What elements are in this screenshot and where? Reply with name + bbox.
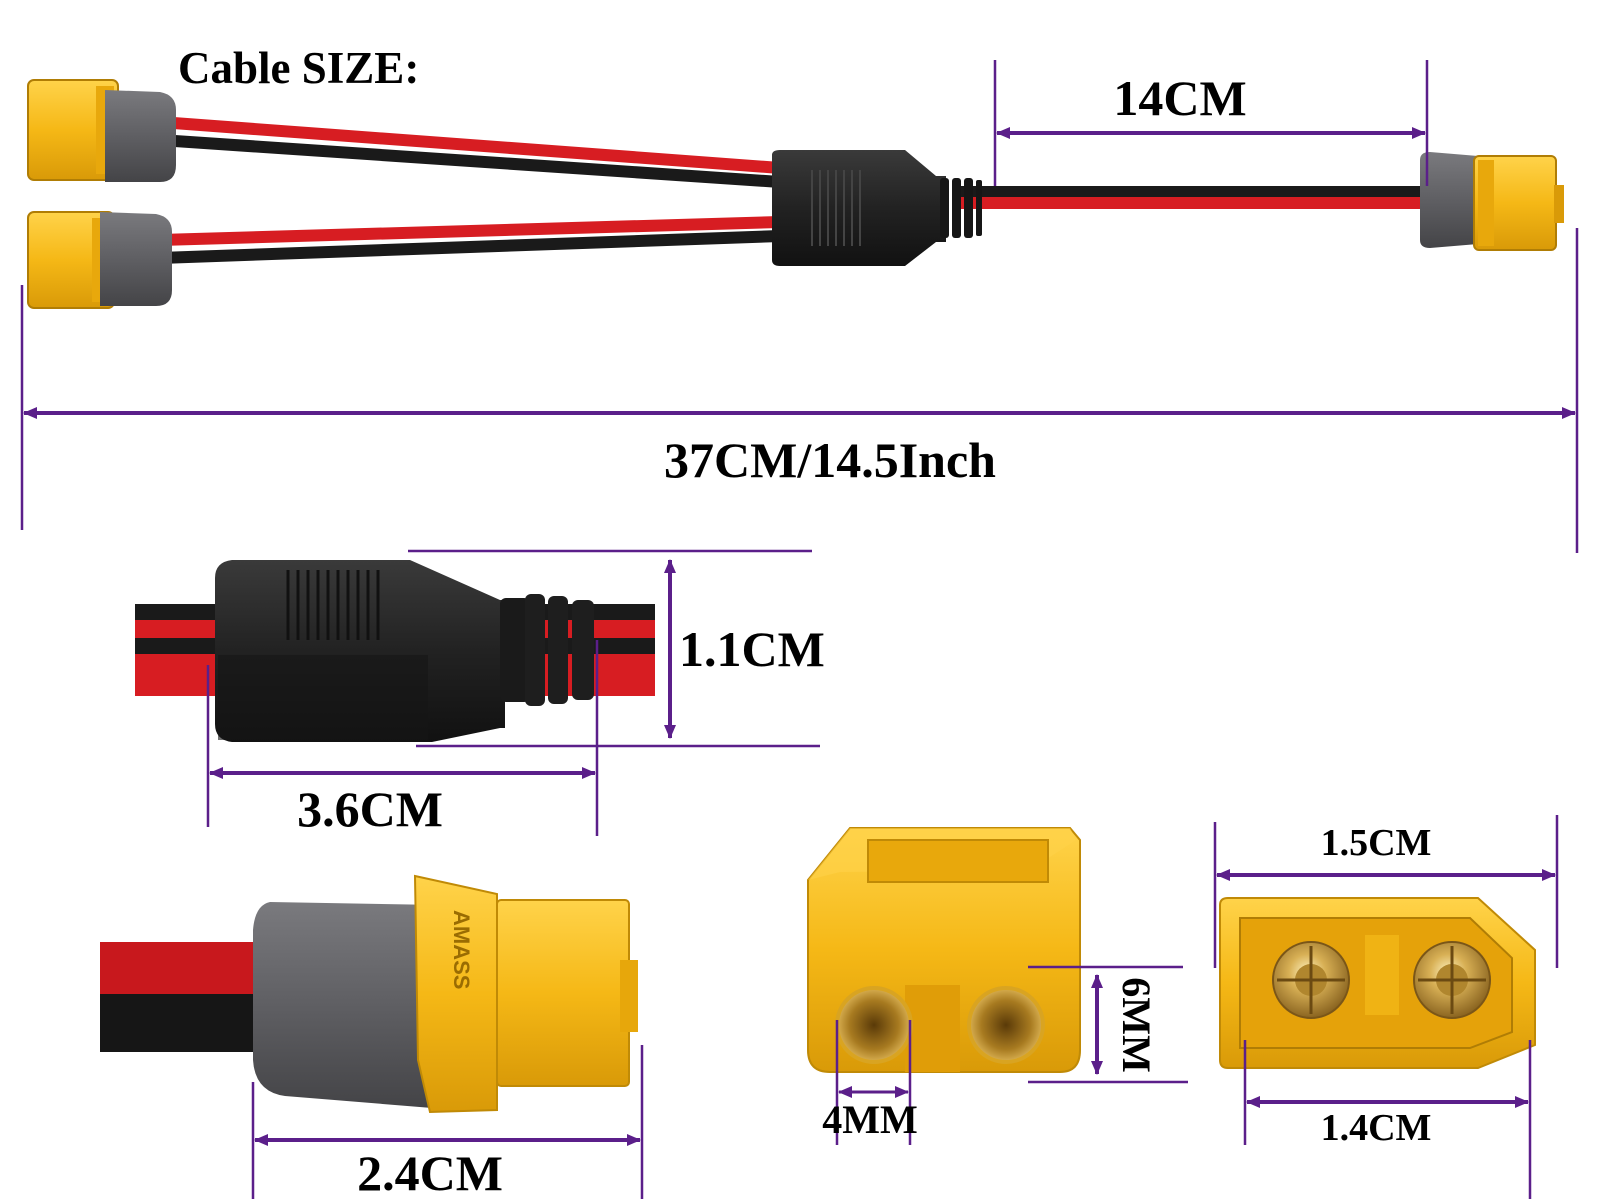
pin-diameter-label: 4MM xyxy=(822,1097,918,1142)
left-gold-pin xyxy=(1272,941,1350,1019)
branch-length-label: 14CM xyxy=(1113,70,1246,126)
left-socket-hole xyxy=(835,986,913,1064)
junction-height-label: 1.1CM xyxy=(679,621,825,677)
face-outer-width-label: 1.5CM xyxy=(1321,822,1432,864)
pin-diameter-dimension: 4MM xyxy=(822,1020,918,1145)
socket-front-closeup xyxy=(807,827,1081,1073)
branch-length-dimension: 14CM xyxy=(993,60,1429,186)
right-xt-connector xyxy=(1420,152,1564,251)
junction-length-label: 3.6CM xyxy=(297,781,443,837)
right-socket-hole xyxy=(967,986,1045,1064)
heading: Cable SIZE: xyxy=(178,43,419,93)
y-junction xyxy=(772,150,982,266)
junction-closeup xyxy=(135,560,655,742)
right-gold-pin xyxy=(1413,941,1491,1019)
face-inner-width-label: 1.4CM xyxy=(1321,1107,1432,1149)
junction-length-dimension: 3.6CM xyxy=(206,640,599,837)
connector-length-dimension: 2.4CM xyxy=(251,1045,644,1199)
main-lead-wires xyxy=(960,186,1420,209)
junction-height-dimension: 1.1CM xyxy=(408,549,825,748)
connector-length-label: 2.4CM xyxy=(357,1145,503,1199)
plug-face-closeup xyxy=(1219,897,1536,1069)
total-length-label: 37CM/14.5Inch xyxy=(664,432,996,488)
face-outer-width-dimension: 1.5CM xyxy=(1213,815,1559,968)
upper-branch-wires xyxy=(159,116,781,188)
connector-brand-mark: AMASS xyxy=(449,910,474,989)
y-splitter-cable xyxy=(27,79,1564,309)
lower-xt-connector xyxy=(27,211,172,309)
face-inner-width-dimension: 1.4CM xyxy=(1243,1040,1532,1199)
upper-xt-connector xyxy=(27,79,176,182)
lower-branch-wires xyxy=(159,216,781,264)
socket-height-dimension: 6MM xyxy=(1028,965,1188,1084)
connector-side-closeup: AMASS xyxy=(100,874,638,1114)
socket-height-label: 6MM xyxy=(1114,977,1159,1073)
total-length-dimension: 37CM/14.5Inch xyxy=(20,228,1579,553)
